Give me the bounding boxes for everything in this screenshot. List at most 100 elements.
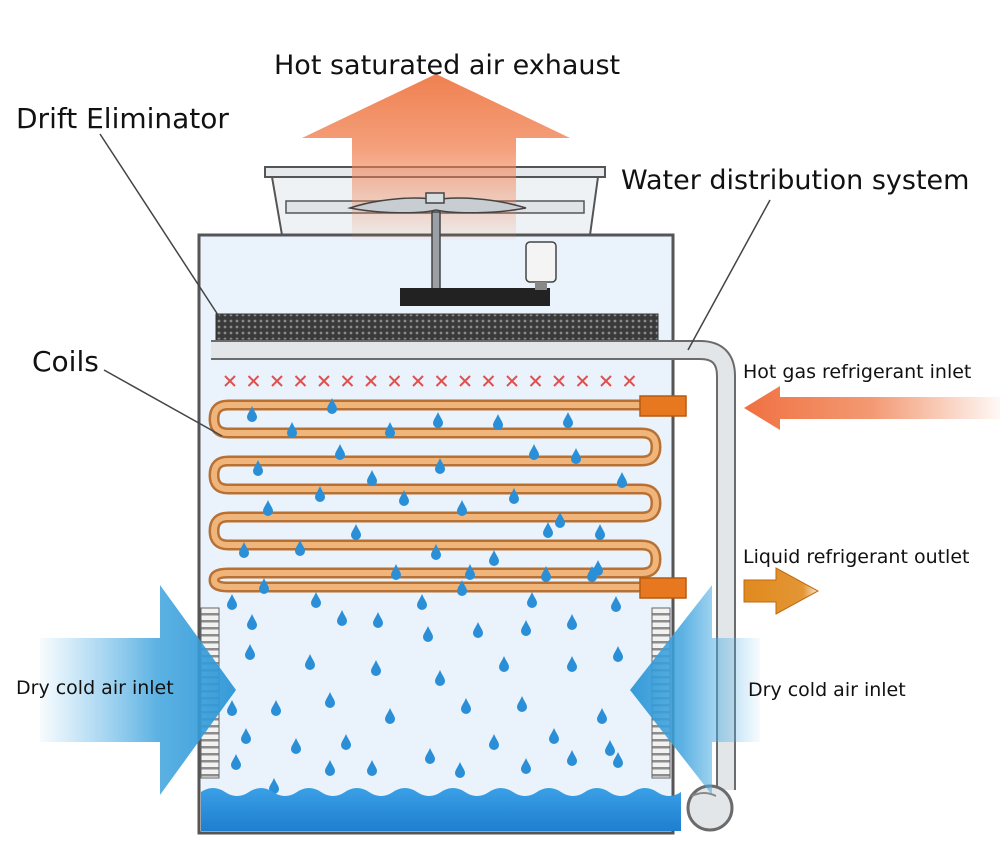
water-droplet bbox=[259, 578, 269, 594]
spray-nozzle-row bbox=[224, 375, 636, 387]
water-droplet bbox=[417, 594, 427, 610]
water-droplet bbox=[305, 654, 315, 670]
spray-mark bbox=[318, 375, 330, 387]
water-droplets bbox=[227, 398, 627, 794]
spray-mark bbox=[459, 375, 471, 387]
water-droplet bbox=[373, 612, 383, 628]
water-droplet bbox=[227, 700, 237, 716]
water-droplet bbox=[435, 670, 445, 686]
label-drift-eliminator: Drift Eliminator bbox=[16, 102, 229, 135]
water-droplet bbox=[337, 610, 347, 626]
label-liquid-outlet: Liquid refrigerant outlet bbox=[743, 546, 970, 568]
spray-mark bbox=[341, 375, 354, 387]
water-droplet bbox=[567, 750, 577, 766]
water-droplet bbox=[239, 542, 249, 558]
spray-mark bbox=[576, 375, 589, 387]
water-droplet bbox=[457, 580, 467, 596]
water-droplet bbox=[567, 614, 577, 630]
water-droplet bbox=[465, 564, 475, 580]
spray-mark bbox=[388, 375, 401, 387]
water-droplet bbox=[245, 644, 255, 660]
water-droplet bbox=[527, 592, 537, 608]
water-droplet bbox=[521, 758, 531, 774]
water-droplet bbox=[253, 460, 263, 476]
water-droplet bbox=[341, 734, 351, 750]
water-droplet bbox=[423, 626, 433, 642]
water-droplet bbox=[521, 620, 531, 636]
exhaust-arrow bbox=[302, 74, 570, 240]
water-droplet bbox=[231, 754, 241, 770]
water-droplet bbox=[473, 622, 483, 638]
water-droplet bbox=[613, 646, 623, 662]
spray-mark bbox=[294, 375, 307, 387]
label-air-inlet-left: Dry cold air inlet bbox=[16, 677, 174, 699]
spray-mark bbox=[435, 375, 448, 387]
water-droplet bbox=[391, 564, 401, 580]
inlet-connector bbox=[639, 395, 687, 417]
water-droplet bbox=[425, 748, 435, 764]
water-droplet bbox=[499, 656, 509, 672]
water-droplet bbox=[271, 700, 281, 716]
outlet-connector bbox=[639, 577, 687, 599]
water-droplet bbox=[287, 422, 297, 438]
label-coils: Coils bbox=[32, 345, 99, 378]
spray-mark bbox=[247, 375, 260, 387]
water-droplet bbox=[291, 738, 301, 754]
water-droplet bbox=[509, 488, 519, 504]
water-droplet bbox=[335, 444, 345, 460]
water-droplet bbox=[571, 448, 581, 464]
water-droplet bbox=[351, 524, 361, 540]
water-droplet bbox=[263, 500, 273, 516]
water-droplet bbox=[493, 414, 503, 430]
cold-air-arrow-left bbox=[40, 585, 236, 795]
spray-mark bbox=[553, 375, 565, 387]
spray-mark bbox=[412, 375, 424, 387]
water-droplet bbox=[367, 470, 377, 486]
water-droplet bbox=[399, 490, 409, 506]
water-droplet bbox=[457, 500, 467, 516]
pipe-elbow bbox=[686, 784, 734, 832]
water-droplet bbox=[563, 412, 573, 428]
label-exhaust: Hot saturated air exhaust bbox=[274, 50, 621, 81]
label-hot-gas-inlet: Hot gas refrigerant inlet bbox=[743, 361, 972, 383]
water-droplet bbox=[617, 472, 627, 488]
spray-mark bbox=[224, 375, 236, 387]
water-droplet bbox=[325, 760, 335, 776]
water-droplet bbox=[517, 696, 527, 712]
water-droplet bbox=[385, 422, 395, 438]
water-droplet bbox=[315, 486, 325, 502]
label-air-inlet-right: Dry cold air inlet bbox=[748, 679, 906, 701]
spray-mark bbox=[482, 375, 495, 387]
leader-lines bbox=[99, 133, 771, 437]
water-droplet bbox=[325, 692, 335, 708]
water-droplet bbox=[435, 458, 445, 474]
water-droplet bbox=[227, 594, 237, 610]
water-droplet bbox=[613, 752, 623, 768]
water-droplet bbox=[587, 566, 597, 582]
spray-mark bbox=[600, 375, 612, 387]
water-droplet bbox=[543, 522, 553, 538]
water-droplet bbox=[367, 760, 377, 776]
water-droplet bbox=[489, 734, 499, 750]
spray-mark bbox=[529, 375, 542, 387]
hot-gas-inlet-arrow bbox=[744, 386, 1000, 430]
coil-bundle bbox=[208, 395, 687, 599]
water-droplet bbox=[555, 512, 565, 528]
water-droplet bbox=[605, 740, 615, 756]
water-droplet bbox=[385, 708, 395, 724]
water-droplet bbox=[295, 540, 305, 556]
drift-eliminator bbox=[215, 313, 659, 341]
water-droplet bbox=[269, 778, 279, 794]
water-droplet bbox=[541, 566, 551, 582]
water-droplet bbox=[597, 708, 607, 724]
water-droplet bbox=[549, 728, 559, 744]
label-water-distribution: Water distribution system bbox=[621, 165, 970, 196]
water-droplet bbox=[431, 544, 441, 560]
water-droplet bbox=[247, 614, 257, 630]
fan-icon bbox=[347, 192, 557, 306]
water-droplet bbox=[593, 560, 603, 576]
water-droplet bbox=[311, 592, 321, 608]
water-droplet bbox=[241, 728, 251, 744]
water-droplet bbox=[433, 412, 443, 428]
water-droplet bbox=[595, 524, 605, 540]
